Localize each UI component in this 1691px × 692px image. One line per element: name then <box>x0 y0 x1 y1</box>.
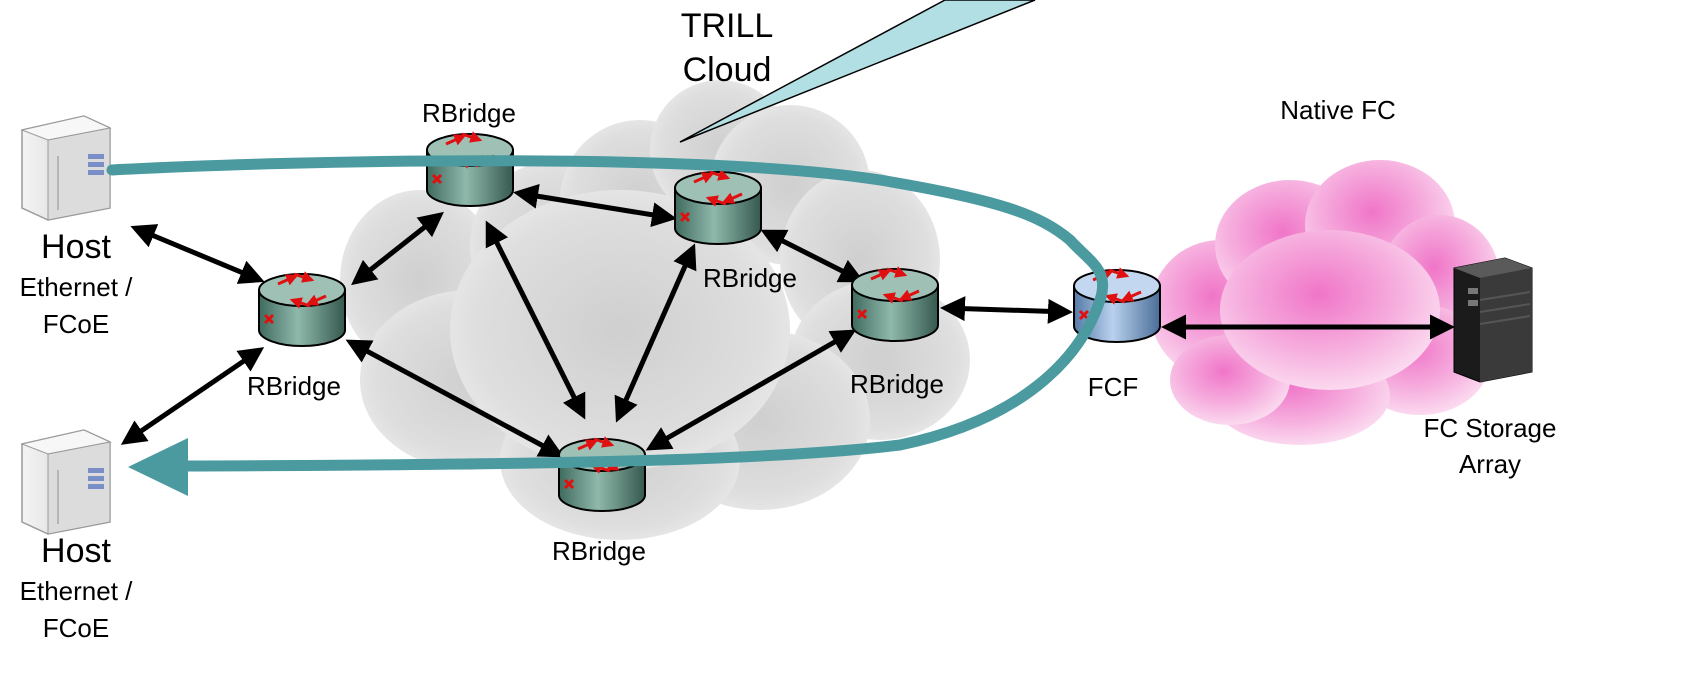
rbridge-right-label: RBridge <box>850 369 944 399</box>
fcf-label: FCF <box>1088 372 1139 402</box>
link-rb1-rb5 <box>345 339 565 458</box>
trill-cloud-label-line1: TRILL <box>681 7 774 45</box>
rbridge-bottom-label: RBridge <box>552 536 646 566</box>
rbridge-bottom <box>559 439 645 511</box>
frame-path-arrowhead <box>128 438 188 496</box>
rbridge-right <box>852 269 938 341</box>
rbridge-left <box>259 274 345 346</box>
frame-path <box>106 155 1109 472</box>
rbridge-middle-label: RBridge <box>703 263 797 293</box>
link-rb2-rb5 <box>485 220 586 420</box>
trill-callout-wedge <box>679 0 1036 143</box>
link-rb4-rb5 <box>645 329 857 451</box>
rbridge-left-label: RBridge <box>247 371 341 401</box>
rbridge-top <box>427 134 513 206</box>
router-icon <box>427 134 513 206</box>
storage-label-line2: Array <box>1459 449 1521 479</box>
router-icon <box>559 439 645 511</box>
links <box>120 183 1455 458</box>
server-icon <box>21 115 111 221</box>
rbridge-middle <box>675 172 761 244</box>
trill-cloud-label-line2: Cloud <box>683 51 772 89</box>
fc-storage-array: FC Storage Array <box>1424 257 1557 479</box>
link-host1-rb1 <box>130 224 265 284</box>
storage-label-line1: FC Storage <box>1424 413 1557 443</box>
host-bottom-subtitle-line1: Ethernet / <box>20 576 134 606</box>
link-rb3-rb4 <box>760 229 865 283</box>
router-icon <box>259 274 345 346</box>
native-fc-label: Native FC <box>1280 95 1396 125</box>
host-bottom-subtitle-line2: FCoE <box>43 613 109 643</box>
router-icon <box>675 172 761 244</box>
host-top-subtitle-line2: FCoE <box>43 309 109 339</box>
rbridge-top-label: RBridge <box>422 98 516 128</box>
link-rb4-fcf <box>940 296 1073 324</box>
host-top-subtitle-line1: Ethernet / <box>20 272 134 302</box>
server-icon <box>21 429 111 535</box>
host-top-title: Host <box>41 228 111 266</box>
link-rb1-rb2 <box>351 211 444 286</box>
link-host2-rb1 <box>120 347 265 445</box>
host-bottom-title: Host <box>41 532 111 570</box>
storage-array-icon <box>1453 257 1533 383</box>
native-fc-cloud <box>1150 160 1500 445</box>
link-rb2-rb3 <box>513 183 677 228</box>
router-icon <box>852 269 938 341</box>
host-bottom: Host Ethernet / FCoE <box>20 429 134 643</box>
host-top: Host Ethernet / FCoE <box>20 115 134 339</box>
